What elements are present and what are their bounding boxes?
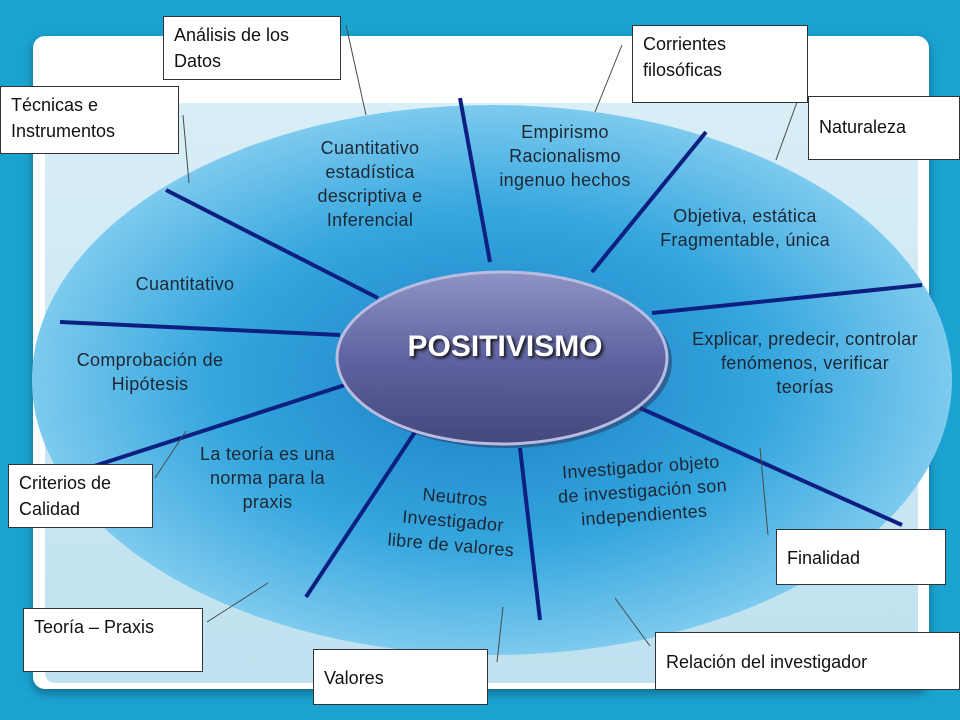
spokes bbox=[59, 97, 923, 621]
callout-lines bbox=[154, 24, 806, 663]
segment-naturaleza-text: Objetiva, estática Fragmentable, única bbox=[660, 206, 830, 250]
segment-criterios-text: Comprobación de Hipótesis bbox=[76, 350, 224, 394]
label-naturaleza: Naturaleza bbox=[808, 96, 960, 160]
segment-valores-text: Neutros Investigador libre de valores bbox=[386, 484, 515, 561]
spoke bbox=[458, 97, 492, 263]
spoke bbox=[518, 447, 542, 621]
segment-analisis-text: Cuantitativo estadística descriptiva e I… bbox=[317, 138, 423, 230]
segment-finalidad-text: Explicar, predecir, controlar fenómenos,… bbox=[692, 329, 918, 397]
segment-relacion-text: Investigador objeto de investigación son… bbox=[557, 451, 728, 530]
callout-line bbox=[154, 430, 187, 479]
callout-line bbox=[614, 597, 651, 647]
center-title: POSITIVISMO bbox=[407, 330, 603, 363]
spoke bbox=[59, 320, 341, 337]
callout-line bbox=[594, 44, 623, 113]
label-criterios-calidad: Criterios de Calidad bbox=[8, 464, 153, 528]
label-valores: Valores bbox=[313, 649, 488, 705]
label-analisis-datos: Análisis de los Datos bbox=[163, 16, 341, 80]
callout-line bbox=[206, 582, 269, 623]
callout-line bbox=[182, 114, 190, 184]
segment-corrientes-text: Empirismo Racionalismo ingenuo hechos bbox=[499, 122, 631, 190]
label-tecnicas-instrumentos: Técnicas e Instrumentos bbox=[0, 86, 179, 154]
segment-teoria-text: La teoría es una norma para la praxis bbox=[200, 444, 335, 512]
segment-tecnicas-text: Cuantitativo bbox=[135, 274, 235, 294]
callout-line bbox=[345, 24, 367, 116]
label-relacion-investigador: Relación del investigador bbox=[655, 632, 960, 690]
label-finalidad: Finalidad bbox=[776, 529, 946, 585]
spoke bbox=[81, 383, 346, 472]
callout-line bbox=[759, 447, 769, 536]
spoke bbox=[590, 130, 708, 274]
label-corrientes-filosoficas: Corrientes filosóficas bbox=[632, 25, 808, 103]
spoke bbox=[165, 188, 379, 300]
spoke bbox=[651, 283, 923, 315]
label-teoria-praxis: Teoría – Praxis bbox=[23, 608, 203, 672]
center-oval bbox=[335, 270, 669, 446]
spoke bbox=[304, 430, 417, 599]
callout-line bbox=[496, 606, 504, 663]
spoke bbox=[639, 406, 903, 527]
